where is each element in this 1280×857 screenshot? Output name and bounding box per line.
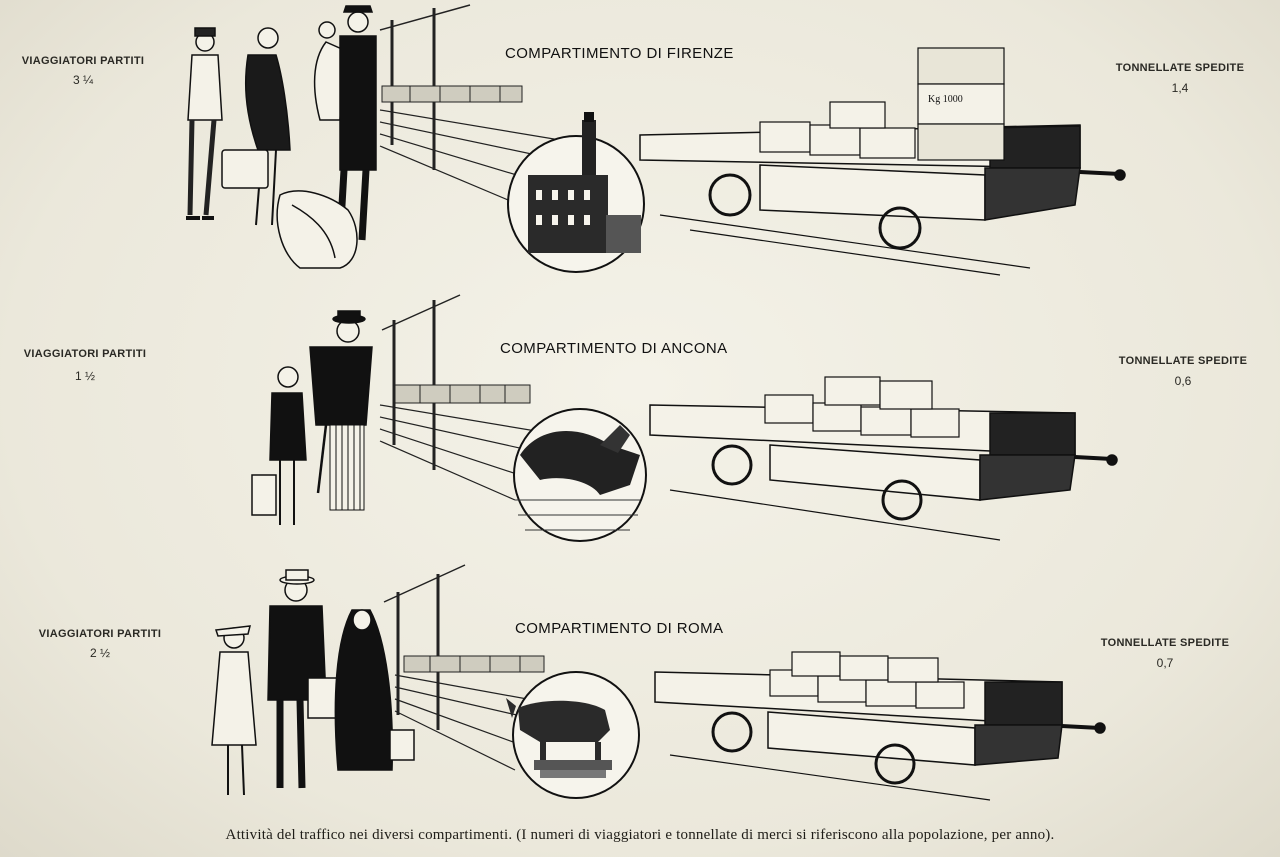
freight-crates <box>769 651 965 709</box>
page-caption: Attività del traffico nei diversi compar… <box>225 827 1055 843</box>
travelers-group <box>251 310 373 525</box>
tonnage-label: TONNELLATE SPEDITE <box>1118 355 1248 367</box>
station-poles <box>381 294 461 470</box>
freight-crates <box>759 47 1005 161</box>
compartment-title: COMPARTIMENTO DI FIRENZE <box>505 45 734 62</box>
distant-train <box>381 85 523 103</box>
roma-illustration <box>211 564 1106 801</box>
freight-crates <box>764 376 960 438</box>
capitoline-wolf-icon <box>506 671 640 799</box>
horse-sculpture-icon <box>513 408 647 542</box>
passengers-value: 1 ½ <box>74 369 95 383</box>
tonnage-value: 0,6 <box>1174 374 1192 388</box>
tonnage-label: TONNELLATE SPEDITE <box>1100 637 1230 649</box>
travelers-group <box>211 569 415 796</box>
compartment-title: COMPARTIMENTO DI ANCONA <box>500 340 728 357</box>
row-ancona: VIAGGIATORI PARTITI 1 ½ COMPARTIMENTO DI… <box>0 285 1280 565</box>
tonnage-value: 0,7 <box>1156 656 1174 670</box>
tonnage-label: TONNELLATE SPEDITE <box>1115 62 1245 74</box>
passengers-label: VIAGGIATORI PARTITI <box>21 55 145 67</box>
crate-label: Kg 1000 <box>928 94 963 105</box>
distant-train <box>394 384 531 404</box>
ancona-illustration <box>251 294 1118 542</box>
row-firenze: VIAGGIATORI PARTITI 3 ¼ COMPARTIMENTO DI… <box>0 0 1280 280</box>
compartment-title: COMPARTIMENTO DI ROMA <box>515 620 724 637</box>
passengers-value: 3 ¼ <box>72 73 93 87</box>
travelers-group <box>186 5 377 269</box>
tonnage-value: 1,4 <box>1171 81 1189 95</box>
palazzo-vecchio-icon <box>507 112 645 273</box>
station-poles <box>383 564 466 730</box>
firenze-illustration: Kg 1000 <box>186 4 1126 276</box>
distant-train <box>403 655 545 673</box>
passengers-value: 2 ½ <box>89 646 110 660</box>
passengers-label: VIAGGIATORI PARTITI <box>38 628 162 640</box>
row-roma: VIAGGIATORI PARTITI 2 ½ COMPARTIMENTO DI… <box>0 560 1280 840</box>
passengers-label: VIAGGIATORI PARTITI <box>23 348 147 360</box>
